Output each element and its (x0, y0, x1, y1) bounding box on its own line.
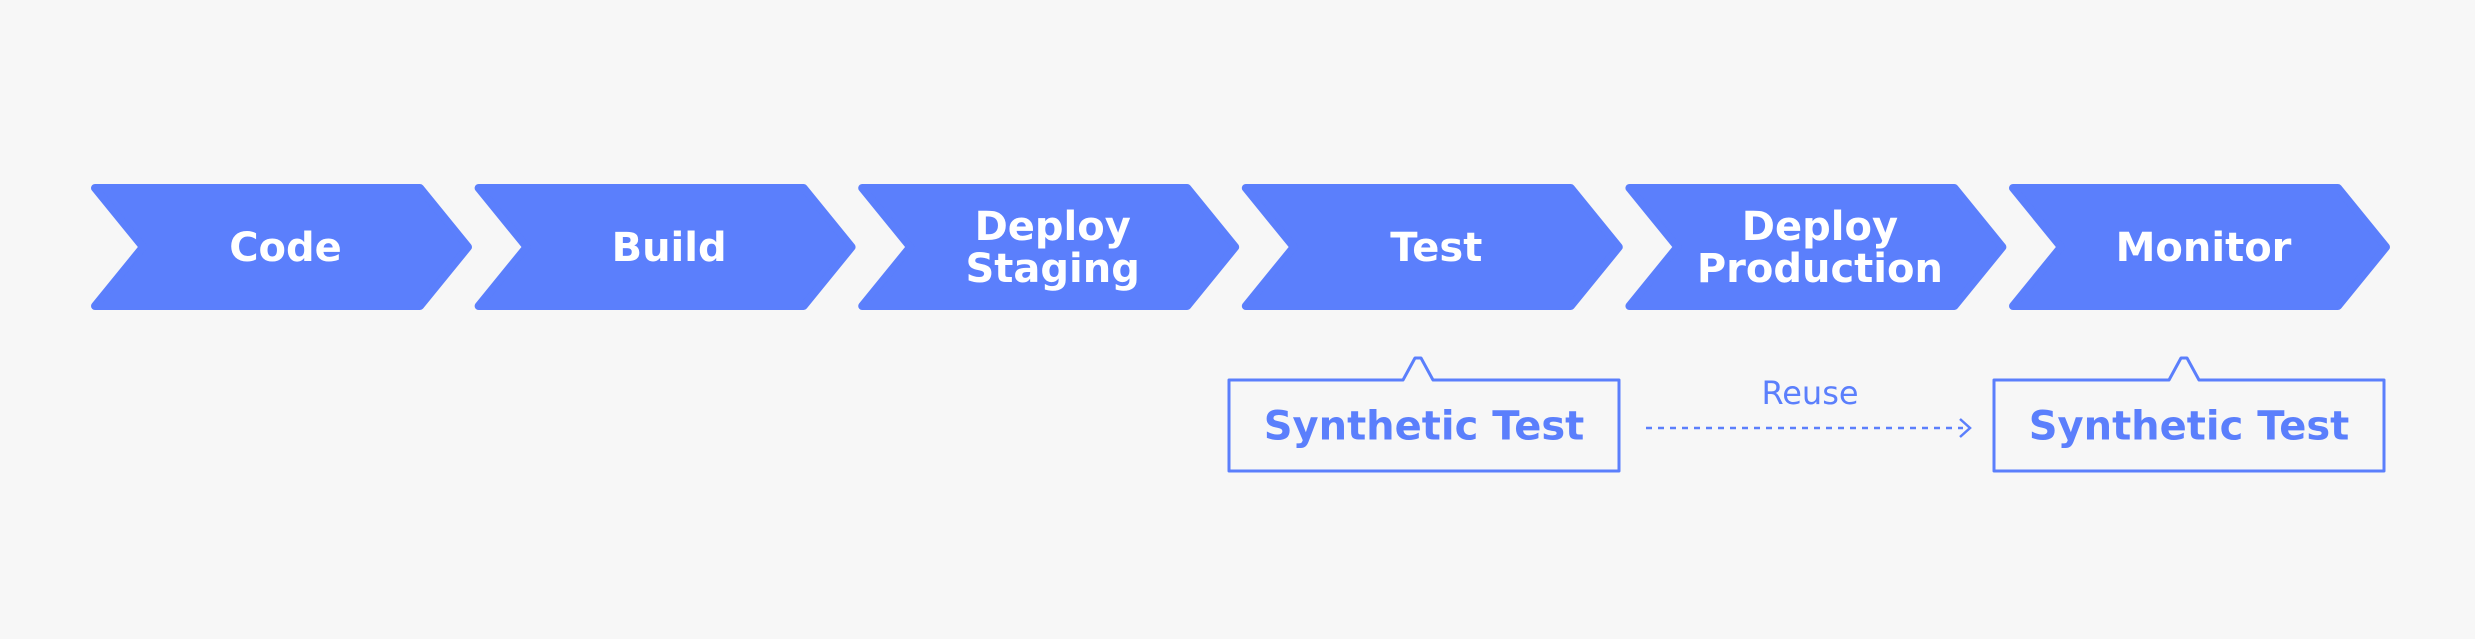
stage-chevron-shape (858, 184, 1240, 310)
stage-label: Staging (966, 246, 1140, 292)
stage-label: Deploy (1742, 204, 1898, 250)
callout-box (1227, 356, 1621, 473)
stage-label: Test (1390, 225, 1482, 271)
stage-code: Code (91, 184, 472, 310)
callout-monitor: Synthetic Test (1992, 356, 2386, 473)
stage-build: Build (474, 184, 856, 310)
stage-chevron-shape (91, 184, 472, 310)
stage-chevron-shape (1241, 184, 1623, 310)
stage-chevron-shape (2009, 184, 2390, 310)
reuse-label: Reuse (1761, 374, 1858, 412)
stage-label: Build (612, 225, 727, 271)
stage-chevron-shape (474, 184, 856, 310)
stage-label: Monitor (2116, 225, 2292, 271)
stage-label: Code (229, 225, 342, 271)
callout-test: Synthetic Test (1227, 356, 1621, 473)
reuse-arrow: Reuse (1646, 374, 1972, 438)
callout-box (1992, 356, 2386, 473)
callout-label: Synthetic Test (1264, 404, 1585, 450)
stage-test: Test (1241, 184, 1623, 310)
stage-label: Deploy (975, 204, 1131, 250)
synthetic-test-callouts: Synthetic Test Synthetic Test (1227, 356, 2386, 473)
callout-label: Synthetic Test (2029, 404, 2350, 450)
stage-chevron-shape (1625, 184, 2007, 310)
stage-label: Production (1697, 246, 1943, 292)
stage-monitor: Monitor (2009, 184, 2390, 310)
reuse-arrowhead-icon (1959, 418, 1972, 438)
